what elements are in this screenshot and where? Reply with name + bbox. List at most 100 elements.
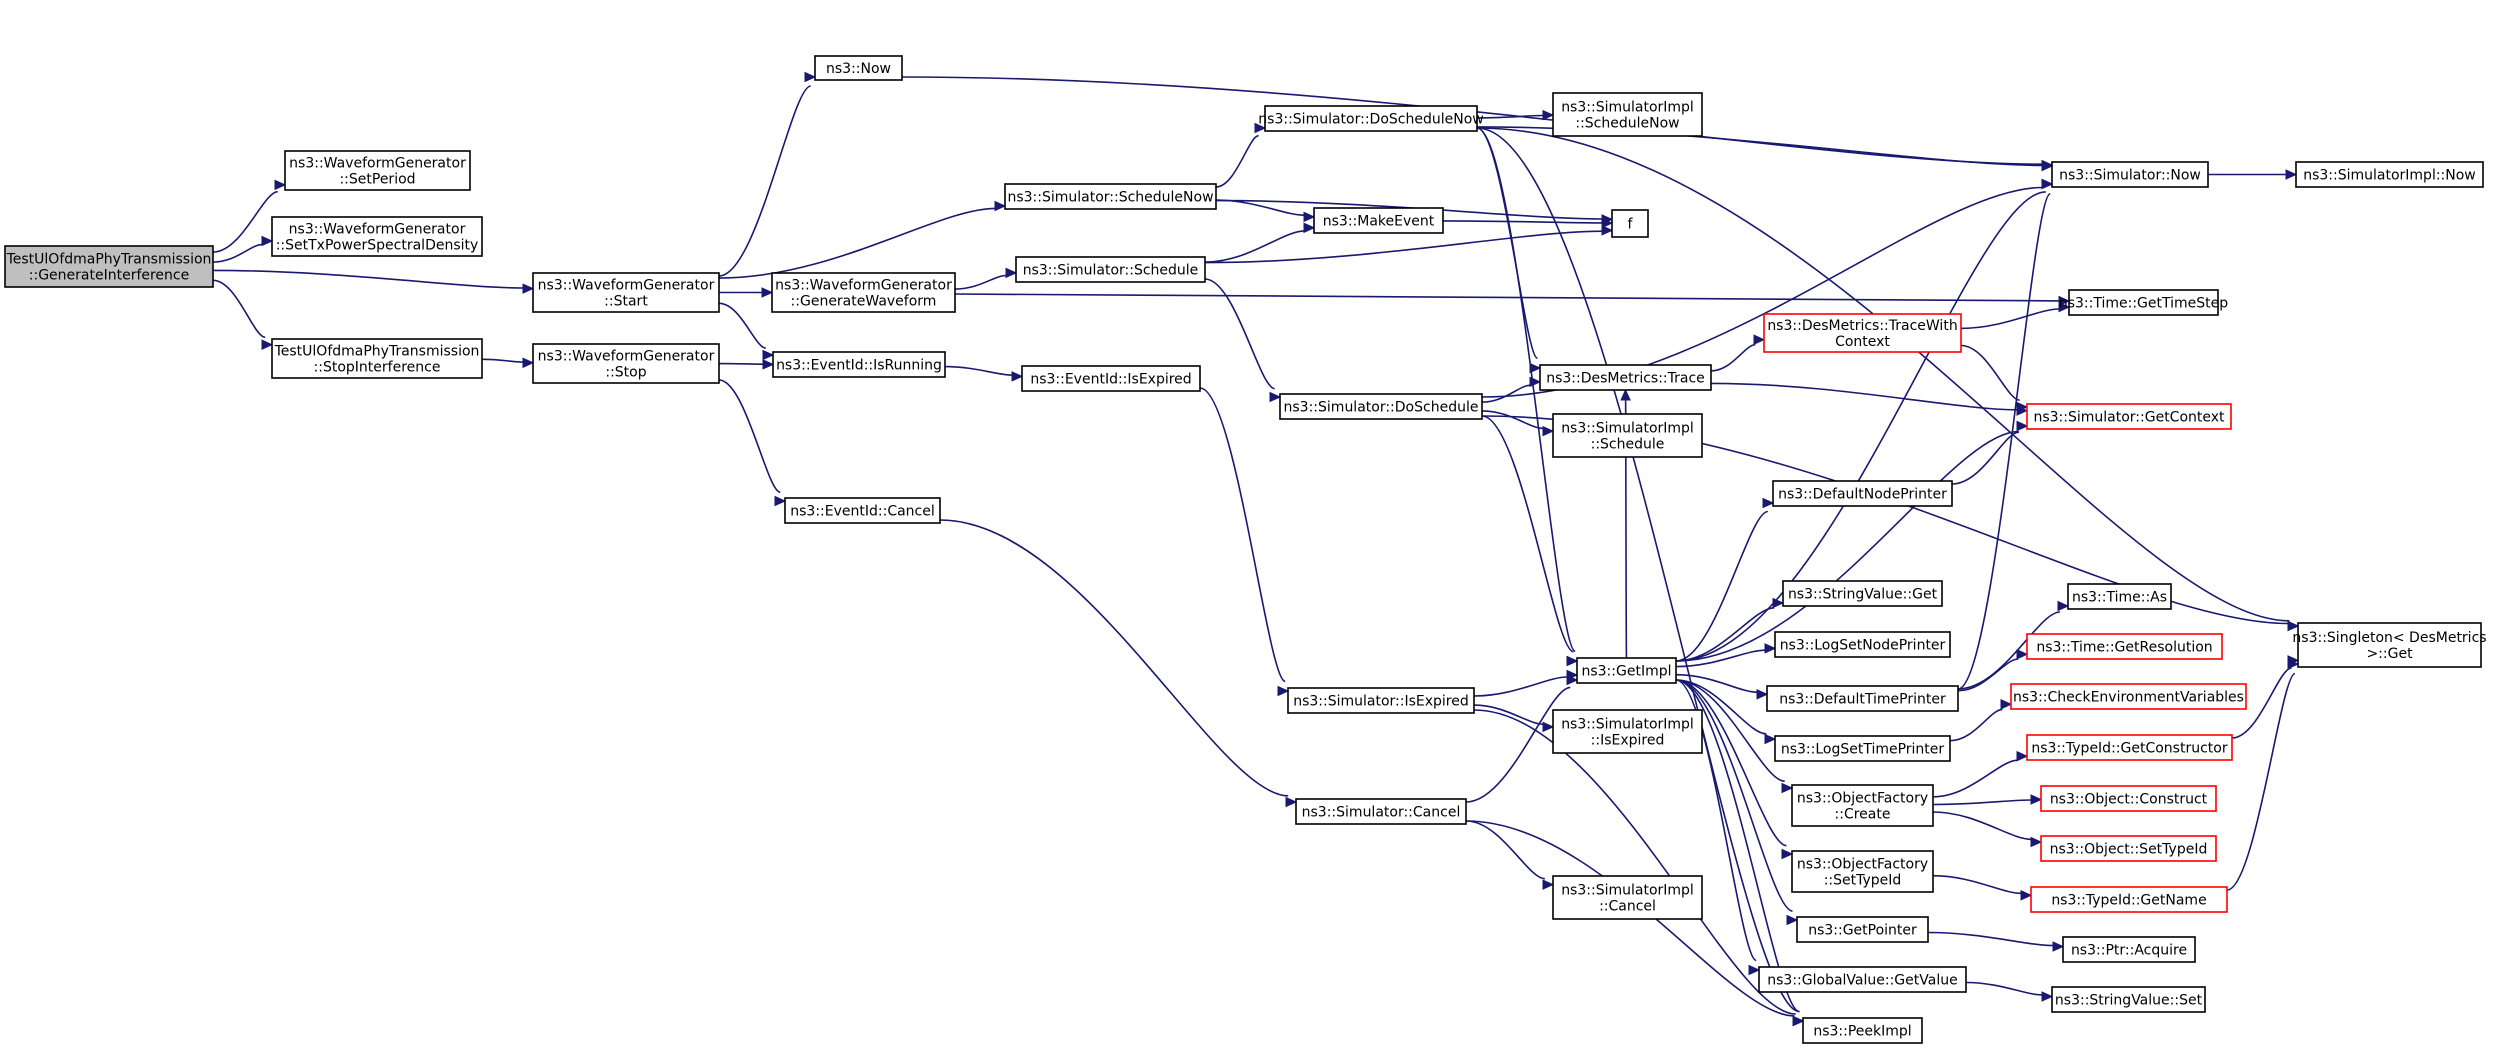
node-box	[1772, 480, 1953, 507]
node-box	[1279, 393, 1483, 420]
node-label: >::Get	[2366, 646, 2413, 662]
node-wg-start[interactable]: ns3::WaveformGenerator::Start	[532, 272, 720, 313]
node-label: ::SetTxPowerSpectralDensity	[276, 238, 479, 254]
node-stop-interf[interactable]: TestUlOfdmaPhyTransmission::StopInterfer…	[271, 338, 483, 379]
node-get-pointer[interactable]: ns3::GetPointer	[1796, 916, 1929, 943]
node-sim-do-schedule[interactable]: ns3::Simulator::DoSchedule	[1279, 393, 1483, 420]
node-time-get-res[interactable]: ns3::Time::GetResolution	[2026, 633, 2223, 660]
node-get-impl[interactable]: ns3::GetImpl	[1576, 657, 1677, 684]
node-str-val-set[interactable]: ns3::StringValue::Set	[2051, 986, 2206, 1013]
node-label: ns3::Simulator::DoSchedule	[1284, 400, 1479, 416]
node-obj-fact-set-type-id[interactable]: ns3::ObjectFactory::SetTypeId	[1791, 850, 1934, 893]
node-box	[1774, 735, 1951, 762]
node-box	[271, 338, 483, 379]
node-wg-gen-wave[interactable]: ns3::WaveformGenerator::GenerateWaveform	[771, 272, 956, 313]
call-edge-sim-schedule-to-sim-do-schedule	[1204, 278, 1282, 403]
node-sim-impl-cancel[interactable]: ns3::SimulatorImpl::Cancel	[1552, 875, 1703, 920]
node-label: ns3::ObjectFactory	[1797, 791, 1928, 807]
call-edge-sim-cancel-to-peek-impl	[1465, 820, 1805, 1027]
node-label: ns3::Time::As	[2072, 590, 2167, 606]
node-log-set-time-printer[interactable]: ns3::LogSetTimePrinter	[1774, 735, 1951, 762]
node-obj-fact-create[interactable]: ns3::ObjectFactory::Create	[1791, 784, 1934, 827]
call-edge-get-impl-to-obj-fact-set-type-id	[1675, 679, 1794, 860]
node-label: ns3::PeekImpl	[1813, 1024, 1911, 1040]
call-edge-obj-fact-create-to-obj-set-type-id	[1932, 811, 2043, 848]
node-sim-impl-schedule[interactable]: ns3::SimulatorImpl::Schedule	[1552, 413, 1703, 458]
node-sim-get-context[interactable]: ns3::Simulator::GetContext	[2026, 403, 2232, 430]
node-log-set-node-printer[interactable]: ns3::LogSetNodePrinter	[1774, 631, 1951, 658]
call-edge-sim-now-to-sim-impl-now	[2208, 169, 2298, 180]
node-label: ::Stop	[605, 365, 646, 381]
node-type-id-get-ctor[interactable]: ns3::TypeId::GetConstructor	[2026, 734, 2233, 761]
call-edge-wg-start-to-now	[718, 71, 817, 277]
call-edge-root-to-stop-interf	[212, 279, 274, 350]
node-box	[2295, 161, 2484, 188]
node-check-env[interactable]: ns3::CheckEnvironmentVariables	[2010, 683, 2247, 710]
node-wg-set-period[interactable]: ns3::WaveformGenerator::SetPeriod	[284, 150, 471, 191]
node-label: ns3::StringValue::Set	[2055, 993, 2203, 1009]
node-label: ns3::DefaultTimePrinter	[1779, 692, 1946, 708]
call-edge-eid-cancel-to-sim-cancel	[939, 519, 1298, 808]
node-peek-impl[interactable]: ns3::PeekImpl	[1802, 1017, 1923, 1044]
node-time-get-time-step[interactable]: ns3::Time::GetTimeStep	[2059, 289, 2228, 316]
call-edge-eid-is-running-to-eid-is-expired	[944, 365, 1024, 382]
node-obj-set-type-id[interactable]: ns3::Object::SetTypeId	[2040, 835, 2217, 862]
node-now[interactable]: ns3::Now	[814, 55, 903, 81]
node-label: ns3::DefaultNodePrinter	[1778, 487, 1947, 503]
node-box	[1552, 709, 1703, 754]
node-sim-schedule[interactable]: ns3::Simulator::Schedule	[1015, 256, 1206, 283]
node-box	[1763, 313, 1962, 353]
node-f[interactable]: f	[1611, 209, 1649, 238]
call-edge-sim-do-schedule-to-get-impl	[1481, 415, 1579, 667]
node-box	[772, 351, 946, 378]
node-type-id-get-name[interactable]: ns3::TypeId::GetName	[2030, 886, 2228, 913]
node-sim-impl-sched-now[interactable]: ns3::SimulatorImpl::ScheduleNow	[1552, 92, 1703, 137]
node-sim-now[interactable]: ns3::Simulator::Now	[2051, 161, 2209, 188]
node-box	[271, 216, 483, 257]
node-box	[1611, 209, 1649, 238]
node-sim-cancel[interactable]: ns3::Simulator::Cancel	[1295, 798, 1467, 825]
node-label: Context	[1835, 334, 1890, 350]
node-global-val-get[interactable]: ns3::GlobalValue::GetValue	[1758, 966, 1967, 993]
call-edge-des-trace-ctx-to-time-get-time-step	[1960, 301, 2071, 330]
node-def-node-printer[interactable]: ns3::DefaultNodePrinter	[1772, 480, 1953, 507]
node-time-as[interactable]: ns3::Time::As	[2067, 583, 2172, 610]
node-label: ns3::EventId::IsExpired	[1030, 372, 1191, 388]
node-eid-cancel[interactable]: ns3::EventId::Cancel	[784, 497, 941, 524]
call-edge-get-impl-to-def-node-printer	[1675, 497, 1775, 662]
node-eid-is-running[interactable]: ns3::EventId::IsRunning	[772, 351, 946, 378]
node-label: ns3::SimulatorImpl	[1561, 883, 1694, 899]
node-label: ns3::Simulator::IsExpired	[1293, 694, 1469, 710]
node-des-trace[interactable]: ns3::DesMetrics::Trace	[1539, 364, 1712, 391]
call-edge-sim-do-schedule-to-des-trace	[1481, 376, 1542, 403]
call-edge-get-pointer-to-ptr-acquire	[1927, 931, 2065, 952]
node-label: ns3::TypeId::GetName	[2051, 893, 2206, 909]
call-edge-eid-is-expired-to-sim-is-expired	[1199, 387, 1290, 697]
node-sim-impl-now[interactable]: ns3::SimulatorImpl::Now	[2295, 161, 2484, 188]
node-sim-impl-is-expired[interactable]: ns3::SimulatorImpl::IsExpired	[1552, 709, 1703, 754]
node-wg-set-tx-psd[interactable]: ns3::WaveformGenerator::SetTxPowerSpectr…	[271, 216, 483, 257]
call-edge-sim-do-schedule-to-sim-impl-schedule	[1481, 410, 1555, 437]
node-ptr-acquire[interactable]: ns3::Ptr::Acquire	[2062, 936, 2196, 963]
call-edge-get-impl-to-peek-impl	[1675, 679, 1805, 1027]
node-wg-stop[interactable]: ns3::WaveformGenerator::Stop	[532, 343, 720, 384]
node-root[interactable]: TestUlOfdmaPhyTransmission::GenerateInte…	[4, 245, 214, 288]
call-edge-wg-gen-wave-to-sim-schedule	[954, 267, 1018, 290]
call-edge-wg-start-to-eid-is-running	[718, 302, 775, 361]
call-edge-global-val-get-to-str-val-set	[1965, 981, 2054, 1002]
node-make-event[interactable]: ns3::MakeEvent	[1313, 207, 1444, 234]
node-eid-is-expired[interactable]: ns3::EventId::IsExpired	[1021, 365, 1201, 392]
node-sim-is-expired[interactable]: ns3::Simulator::IsExpired	[1287, 687, 1475, 714]
node-box	[1287, 687, 1475, 714]
node-label: ns3::SimulatorImpl	[1561, 100, 1694, 116]
node-sim-sched-now[interactable]: ns3::Simulator::ScheduleNow	[1004, 183, 1217, 210]
node-str-val-get[interactable]: ns3::StringValue::Get	[1782, 580, 1943, 607]
call-edge-sim-schedule-to-f	[1204, 225, 1614, 264]
node-def-time-printer[interactable]: ns3::DefaultTimePrinter	[1766, 685, 1959, 712]
node-label: ns3::SimulatorImpl::Now	[2303, 168, 2476, 184]
node-singleton-get[interactable]: ns3::Singleton< DesMetrics >::Get	[2292, 622, 2487, 668]
node-obj-construct[interactable]: ns3::Object::Construct	[2040, 785, 2217, 812]
node-sim-do-sched-now[interactable]: ns3::Simulator::DoScheduleNow	[1258, 105, 1484, 132]
node-label: ns3::Singleton< DesMetrics	[2292, 630, 2486, 646]
